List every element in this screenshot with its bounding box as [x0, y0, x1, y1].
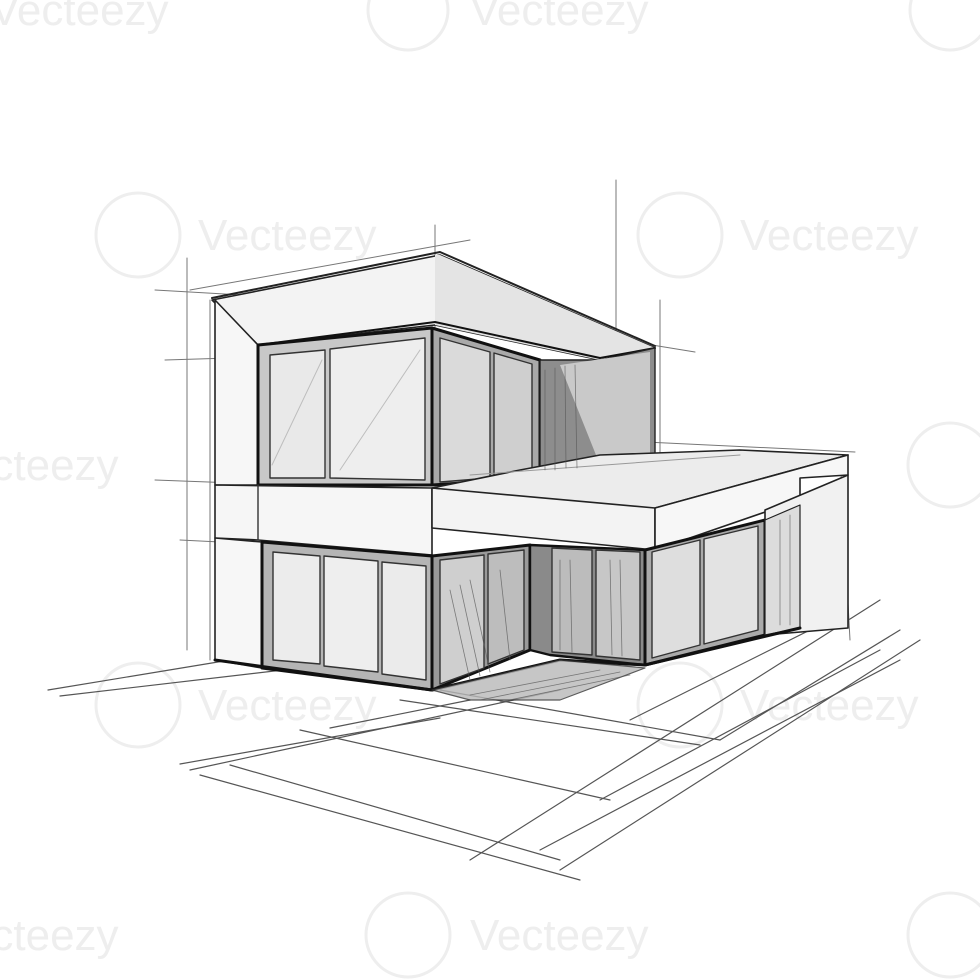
watermark-text: Vecteezy — [470, 0, 649, 35]
watermark-text: Vecteezy — [0, 441, 119, 490]
watermark-text: Vecteezy — [198, 211, 377, 260]
house — [154, 179, 856, 703]
watermark-text: Vecteezy — [198, 681, 377, 730]
ground-side-window — [430, 543, 532, 692]
watermark-text: Vecteezy — [0, 911, 119, 960]
ground-front-window — [260, 540, 434, 692]
watermark-text: Vecteezy — [470, 911, 649, 960]
watermark-text: Vecteezy — [740, 211, 919, 260]
terrace-slab — [431, 449, 849, 551]
hatching — [449, 364, 791, 703]
lower-wall-left — [214, 537, 263, 669]
watermark-text: Vecteezy — [0, 0, 169, 35]
watermark-text: Vecteezy — [740, 681, 919, 730]
entry-floor-shadow — [431, 659, 646, 701]
upper-side-window — [430, 326, 542, 487]
roof-slab — [211, 251, 656, 361]
ground-plane — [47, 599, 921, 881]
upper-front-window — [256, 326, 434, 487]
